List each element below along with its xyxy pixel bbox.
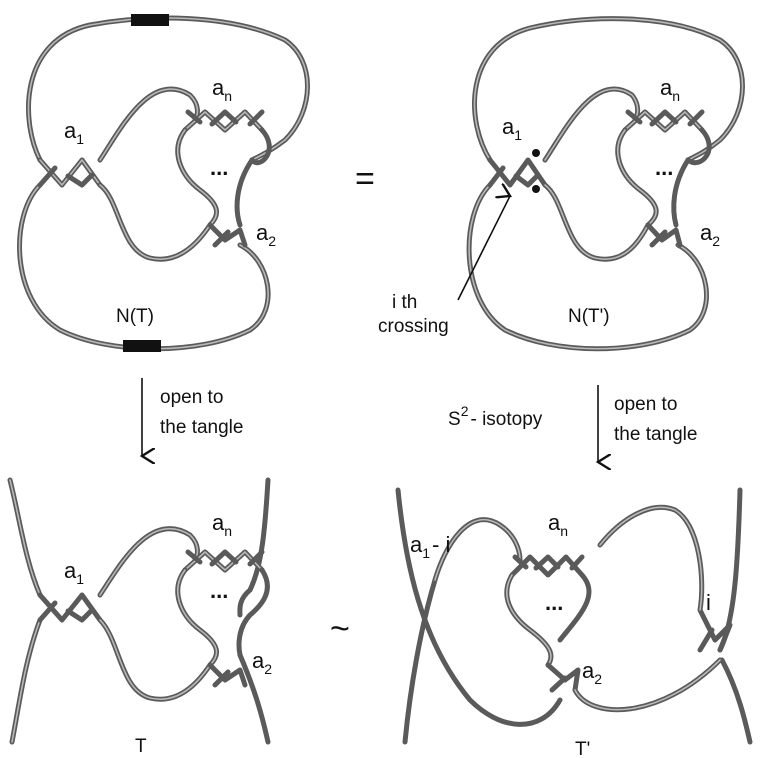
label-a1-minus-i: a1- i (410, 532, 450, 561)
caption-n-of-t-prime: N(T') (568, 306, 610, 327)
dots: ... (210, 155, 228, 180)
similar-sign: ~ (330, 610, 350, 648)
right-arrow-label-1: open to (614, 394, 677, 415)
right-arrow-label-2: the tangle (614, 424, 697, 445)
equals-sign: = (355, 160, 375, 198)
tangle-t-prime (395, 487, 753, 745)
label-a1: a1 (502, 114, 522, 143)
label-a2: a2 (582, 658, 602, 687)
label-a2: a2 (256, 220, 276, 249)
label-an: an (548, 510, 568, 539)
dots: ... (545, 590, 563, 615)
knot-n-of-t-prime (466, 16, 745, 352)
label-a2: a2 (700, 220, 720, 249)
right-open-arrow: open to the tangle S2- isotopy (448, 385, 697, 462)
left-arrow-label-1: open to (160, 387, 223, 408)
label-a1: a1 (64, 118, 84, 147)
ith-crossing-pointer (457, 196, 510, 301)
panel-n-of-t: a1 an a2 ... N(T) (17, 14, 310, 352)
dots: ... (655, 155, 673, 180)
left-arrow-label-2: the tangle (160, 417, 243, 438)
label-a2: a2 (252, 648, 272, 677)
ith-label-line1: i th (392, 292, 417, 313)
caption-t-prime: T' (575, 739, 590, 758)
caption-t: T (135, 736, 147, 757)
left-open-arrow: open to the tangle (142, 378, 243, 456)
label-an: an (212, 75, 232, 104)
panel-n-of-t-prime: a1 an a2 ... i th crossing N(T') (378, 16, 745, 352)
tangle-t (7, 477, 271, 745)
knot-n-of-t (17, 14, 310, 352)
label-a1: a1 (64, 558, 84, 587)
ith-label-line2: crossing (378, 316, 449, 337)
panel-t: a1 an a2 ... T (7, 477, 272, 757)
panel-t-prime: a1- i an a2 i ... T' (395, 487, 753, 758)
label-i: i (706, 590, 711, 615)
caption-n-of-t: N(T) (116, 306, 154, 327)
label-an: an (212, 510, 232, 539)
label-an: an (660, 75, 680, 104)
isotopy-label: S2- isotopy (448, 403, 543, 430)
dots: ... (210, 578, 228, 603)
